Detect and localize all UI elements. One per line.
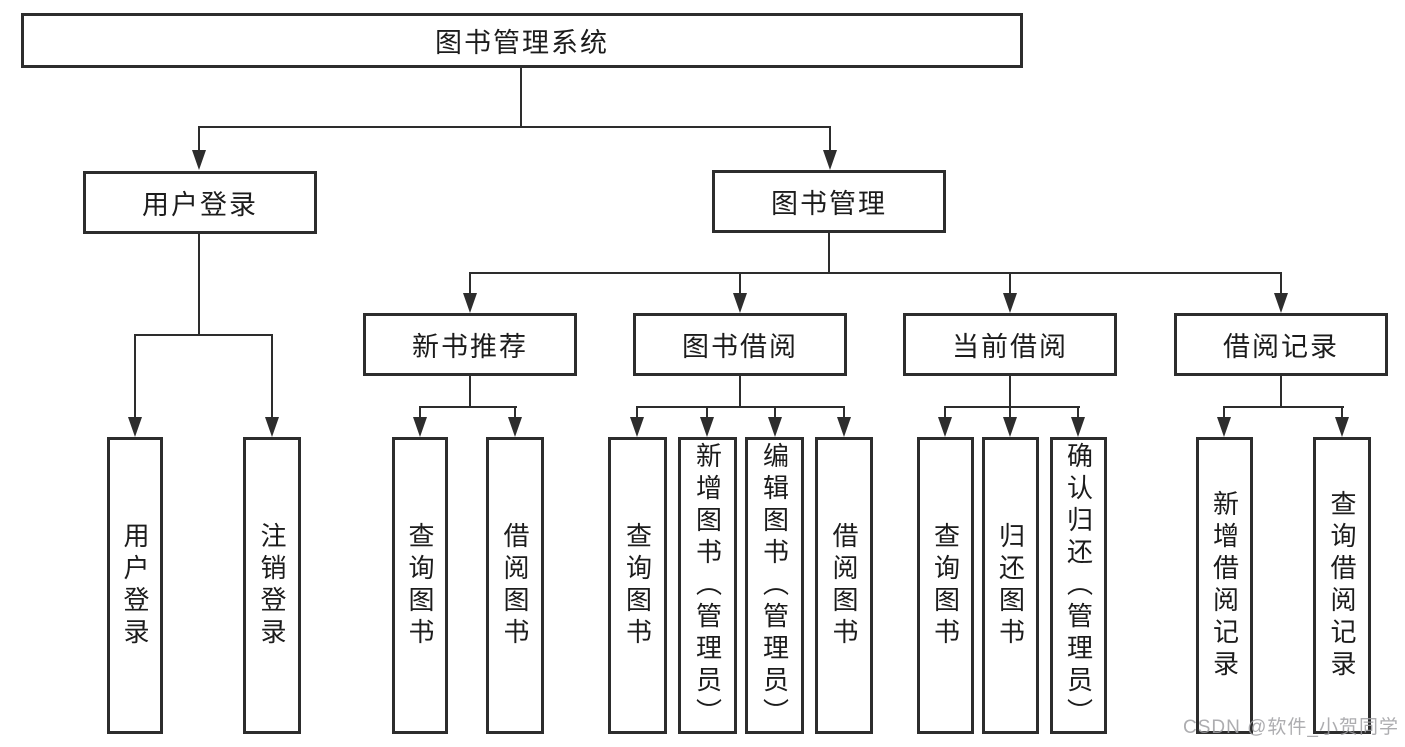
node-book-mgmt-label: 图书管理 [771, 189, 887, 219]
connector-arrowhead [463, 293, 477, 313]
arrow-shaft [134, 334, 136, 419]
leaf-query-borrow-record: 查询借阅记录 [1313, 437, 1371, 734]
leaf-label: 用户登录 [120, 521, 150, 650]
leaf-logout: 注销登录 [243, 437, 301, 734]
csdn-watermark: CSDN @软件_小贺同学 [1183, 717, 1399, 738]
leaf-query-books-borrow: 查询图书 [608, 437, 667, 734]
connector-arrowhead [1003, 293, 1017, 313]
leaf-label: 归还图书 [995, 521, 1026, 650]
connector-arrowhead [1335, 417, 1349, 437]
connector-arrowhead [733, 293, 747, 313]
node-user-login-label: 用户登录 [142, 190, 258, 220]
connector-vline [739, 376, 741, 408]
connector-arrowhead [938, 417, 952, 437]
node-current-borrow: 当前借阅 [903, 313, 1117, 376]
connector-hline [944, 406, 1080, 408]
leaf-label: 新增图书（管理员） [692, 441, 723, 730]
leaf-label: 查询图书 [930, 521, 961, 650]
leaf-label: 查询图书 [405, 521, 435, 650]
connector-hline [198, 126, 831, 128]
connector-arrowhead [823, 150, 837, 170]
node-root: 图书管理系统 [21, 13, 1023, 68]
connector-arrowhead [630, 417, 644, 437]
arrow-shaft [944, 406, 946, 419]
leaf-label: 注销登录 [257, 521, 287, 650]
connector-arrowhead [265, 417, 279, 437]
arrow-shaft [514, 406, 516, 419]
node-new-book-rec-label: 新书推荐 [412, 332, 528, 362]
node-root-label: 图书管理系统 [435, 28, 609, 58]
connector-vline [1009, 376, 1011, 408]
leaf-user-login: 用户登录 [107, 437, 163, 734]
arrow-shaft [271, 334, 273, 419]
connector-hline [134, 334, 273, 336]
arrow-shaft [1341, 406, 1343, 419]
node-user-login: 用户登录 [83, 171, 317, 234]
connector-vline [1280, 376, 1282, 408]
connector-arrowhead [508, 417, 522, 437]
node-borrow-records: 借阅记录 [1174, 313, 1388, 376]
connector-arrowhead [1071, 417, 1085, 437]
connector-vline [828, 233, 830, 274]
arrow-shaft [636, 406, 638, 419]
connector-arrowhead [768, 417, 782, 437]
leaf-return-book: 归还图书 [982, 437, 1039, 734]
connector-arrowhead [128, 417, 142, 437]
leaf-label: 编辑图书（管理员） [759, 441, 790, 730]
arrow-shaft [1009, 406, 1011, 419]
arrow-shaft [198, 126, 200, 152]
leaf-query-books-current: 查询图书 [917, 437, 974, 734]
connector-hline [469, 272, 1282, 274]
node-book-borrow: 图书借阅 [633, 313, 847, 376]
connector-vline [469, 376, 471, 408]
leaf-label: 借阅图书 [500, 521, 530, 650]
arrow-shaft [774, 406, 776, 419]
arrow-shaft [706, 406, 708, 419]
leaf-edit-book-admin: 编辑图书（管理员） [745, 437, 804, 734]
connector-arrowhead [1274, 293, 1288, 313]
node-current-borrow-label: 当前借阅 [952, 332, 1068, 362]
connector-arrowhead [192, 150, 206, 170]
arrow-shaft [843, 406, 845, 419]
leaf-label: 确认归还（管理员） [1063, 441, 1094, 730]
arrow-shaft [419, 406, 421, 419]
leaf-query-books-rec: 查询图书 [392, 437, 448, 734]
leaf-label: 新增借阅记录 [1209, 489, 1240, 682]
arrow-shaft [1077, 406, 1079, 419]
connector-arrowhead [413, 417, 427, 437]
node-book-mgmt: 图书管理 [712, 170, 946, 233]
leaf-label: 查询借阅记录 [1327, 489, 1357, 682]
leaf-borrow-books-borrow: 借阅图书 [815, 437, 873, 734]
connector-arrowhead [1217, 417, 1231, 437]
node-new-book-rec: 新书推荐 [363, 313, 577, 376]
leaf-borrow-books-rec: 借阅图书 [486, 437, 544, 734]
leaf-label: 借阅图书 [829, 521, 859, 650]
connector-vline [520, 68, 522, 128]
arrow-shaft [739, 272, 741, 295]
connector-arrowhead [700, 417, 714, 437]
connector-arrowhead [1003, 417, 1017, 437]
arrow-shaft [1280, 272, 1282, 295]
connector-arrowhead [837, 417, 851, 437]
arrow-shaft [469, 272, 471, 295]
connector-hline [419, 406, 517, 408]
arrow-shaft [1223, 406, 1225, 419]
leaf-label: 查询图书 [622, 521, 653, 650]
connector-hline [636, 406, 845, 408]
arrow-shaft [829, 126, 831, 152]
leaf-add-borrow-record: 新增借阅记录 [1196, 437, 1253, 734]
connector-hline [1223, 406, 1344, 408]
leaf-confirm-return-admin: 确认归还（管理员） [1050, 437, 1107, 734]
leaf-add-book-admin: 新增图书（管理员） [678, 437, 737, 734]
node-book-borrow-label: 图书借阅 [682, 332, 798, 362]
arrow-shaft [1009, 272, 1011, 295]
node-borrow-records-label: 借阅记录 [1223, 332, 1339, 362]
connector-vline [198, 234, 200, 335]
